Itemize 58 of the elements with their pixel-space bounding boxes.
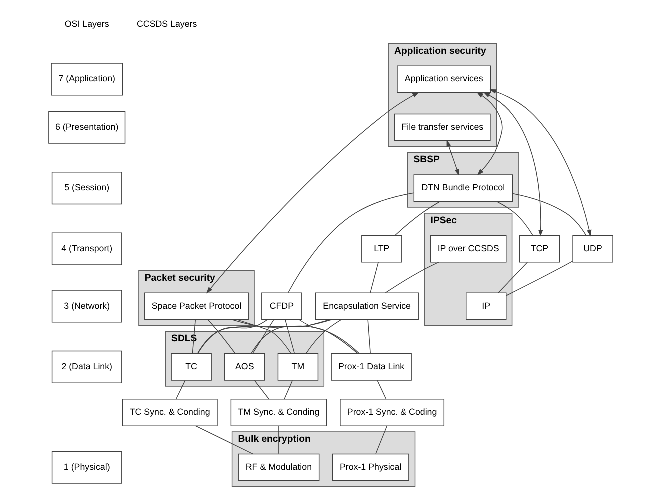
node-box: 5 (Session) [51,172,122,205]
node-box: TCP [518,235,560,263]
node-box: Prox-1 Sync. & Coding [340,399,444,426]
node-box: IP over CCSDS [430,235,506,263]
node-box: Application services [396,66,491,94]
node-box: 2 (Data Link) [51,350,122,384]
label: OSI Layers [64,18,109,29]
node-box: 1 (Physical) [51,451,122,484]
node-box: 7 (Application) [50,63,123,96]
connector [252,320,274,354]
label: CCSDS Layers [136,18,197,29]
node-box: Prox-1 Data Link [330,353,412,381]
node-box: 6 (Presentation) [48,111,126,144]
node-box: LTP [361,235,402,263]
connector [367,320,370,354]
connector [284,320,295,354]
connector [298,320,358,354]
arrow [446,140,459,176]
arrow [476,92,502,176]
node-box: TM [277,353,318,381]
node-box: CFDP [261,292,302,320]
node-box: 3 (Network) [51,290,122,323]
node-box: 4 (Transport) [51,232,122,266]
connector [512,193,586,236]
connector [250,320,330,354]
arrow [206,92,419,294]
connector [376,380,386,400]
node-box: IP [466,292,506,320]
arrow [482,92,543,237]
connector [231,319,360,354]
connector [384,262,439,294]
connector [254,380,269,400]
arrow [489,90,592,237]
node-box: DTN Bundle Protocol [413,174,513,202]
connector [284,380,293,400]
node-box: Space Packet Protocol [144,292,248,320]
connector [207,320,236,354]
connector [195,426,254,455]
connector [197,319,268,354]
node-box: Encapsulation Service [314,292,418,320]
connector [375,426,388,454]
connector [287,192,414,294]
node-box: UDP [572,235,613,263]
connector [370,262,378,294]
connector [498,262,528,294]
connector [305,320,342,354]
connector [236,319,291,354]
node-box: RF & Modulation [238,454,320,482]
connector [496,201,533,236]
node-box: Prox-1 Physical [332,454,409,482]
node-box: AOS [224,353,265,381]
node-box: TC [170,353,212,381]
node-box: File transfer services [394,114,490,142]
connector [196,319,332,354]
connector [506,260,573,296]
connector [175,380,186,400]
node-box: TM Sync. & Conding [230,399,327,426]
node-box: TC Sync. & Conding [122,399,218,426]
